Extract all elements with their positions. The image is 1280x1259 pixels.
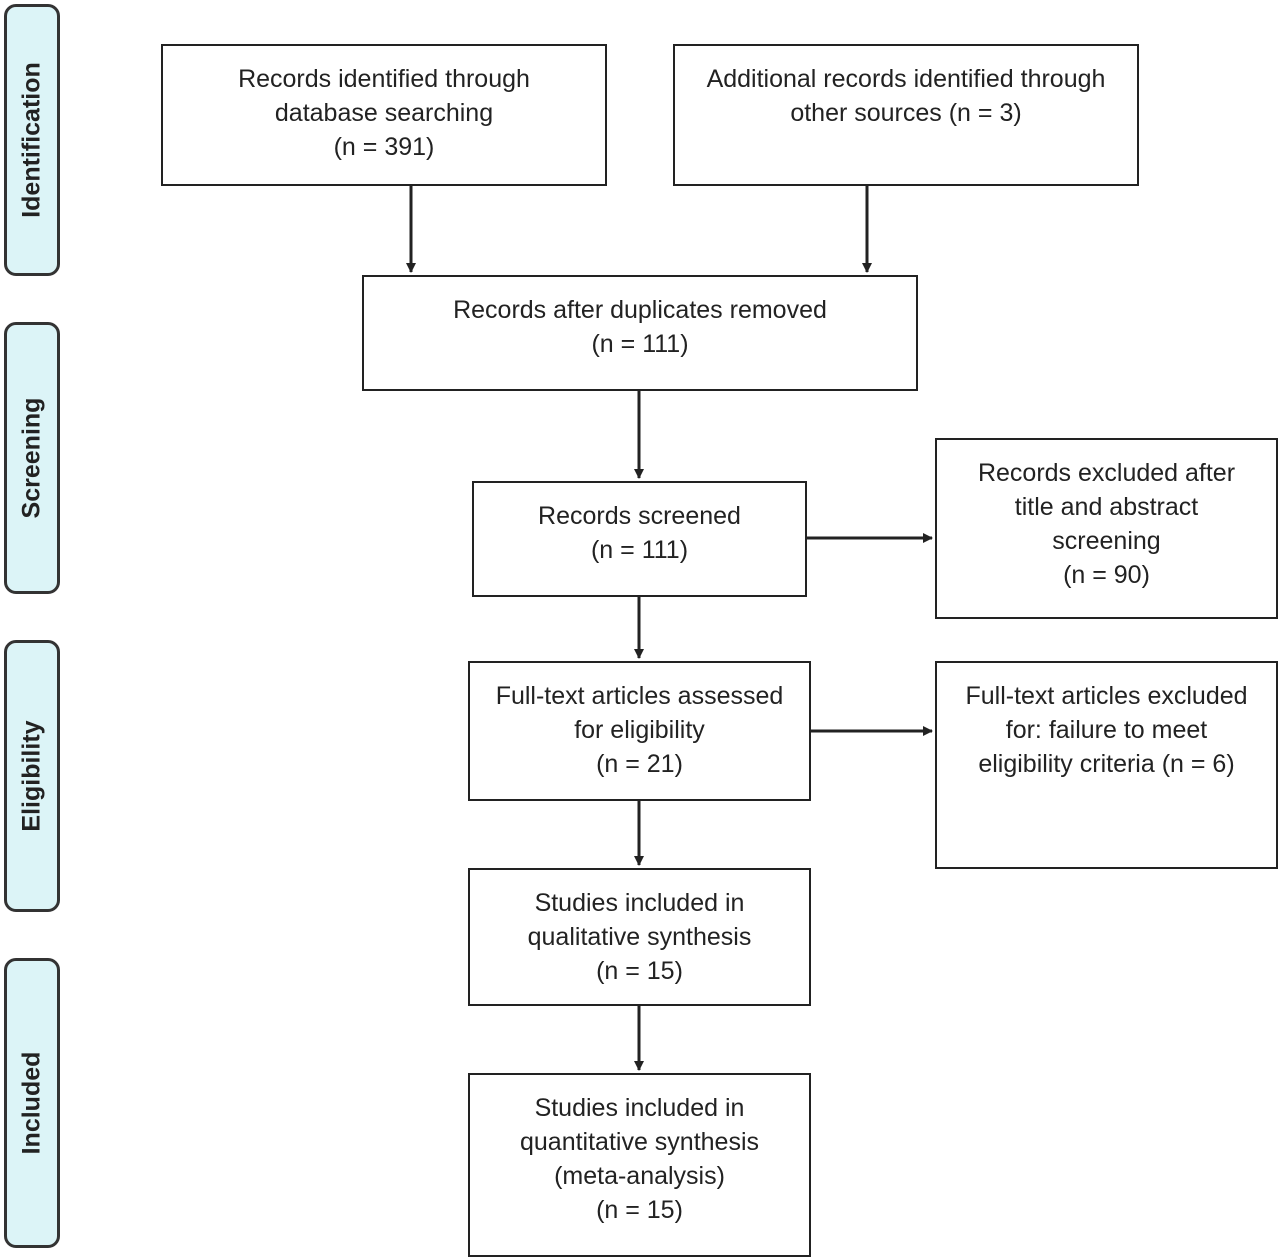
box-excluded-line4: (n = 90) <box>1063 561 1150 589</box>
box-database-line1: Records identified through <box>238 65 530 93</box>
box-database-records: Records identified through database sear… <box>161 44 607 186</box>
box-quantitative-line4: (n = 15) <box>596 1196 683 1224</box>
box-fulltext-excluded-line2: for: failure to meet <box>1005 716 1208 744</box>
box-duplicates-line2: (n = 111) <box>591 330 689 358</box>
box-quantitative-line1: Studies included in <box>534 1094 745 1122</box>
box-quantitative-line3: (meta-analysis) <box>554 1162 725 1190</box>
box-excluded-line1: Records excluded after <box>977 459 1236 487</box>
box-duplicates-removed: Records after duplicates removed (n = 11… <box>362 275 918 391</box>
box-excluded-line3: screening <box>1052 527 1161 555</box>
box-qualitative-line1: Studies included in <box>534 889 745 917</box>
phase-included: Included <box>4 958 60 1248</box>
box-fulltext-line3: (n = 21) <box>596 750 683 778</box>
box-fulltext-line1: Full-text articles assessed <box>495 682 784 710</box>
box-quantitative-line2: quantitative synthesis <box>519 1128 760 1156</box>
box-fulltext-excluded: Full-text articles excluded for: failure… <box>935 661 1278 869</box>
box-other-line1: Additional records identified through <box>706 65 1106 93</box>
phase-identification: Identification <box>4 4 60 276</box>
phase-screening: Screening <box>4 322 60 594</box>
box-database-line3: (n = 391) <box>333 133 435 161</box>
box-qualitative-line2: qualitative synthesis <box>527 923 752 951</box>
box-screened-line1: Records screened <box>538 502 741 530</box>
box-fulltext-assessed: Full-text articles assessed for eligibil… <box>468 661 811 801</box>
box-excluded-line2: title and abstract <box>1014 493 1199 521</box>
box-fulltext-excluded-line3: eligibility criteria (n = 6) <box>978 750 1235 778</box>
box-fulltext-line2: for eligibility <box>574 716 705 744</box>
box-duplicates-line1: Records after duplicates removed <box>453 296 827 324</box>
box-fulltext-excluded-line1: Full-text articles excluded <box>965 682 1248 710</box>
box-screened-line2: (n = 111) <box>590 536 689 564</box>
box-other-line2: other sources (n = 3) <box>790 99 1022 127</box>
box-records-screened: Records screened (n = 111) <box>472 481 807 597</box>
box-records-excluded: Records excluded after title and abstrac… <box>935 438 1278 619</box>
box-database-line2: database searching <box>274 99 494 127</box>
box-qualitative-synthesis: Studies included in qualitative synthesi… <box>468 868 811 1006</box>
box-quantitative-synthesis: Studies included in quantitative synthes… <box>468 1073 811 1257</box>
box-other-sources: Additional records identified through ot… <box>673 44 1139 186</box>
phase-eligibility: Eligibility <box>4 640 60 912</box>
box-qualitative-line3: (n = 15) <box>596 957 683 985</box>
